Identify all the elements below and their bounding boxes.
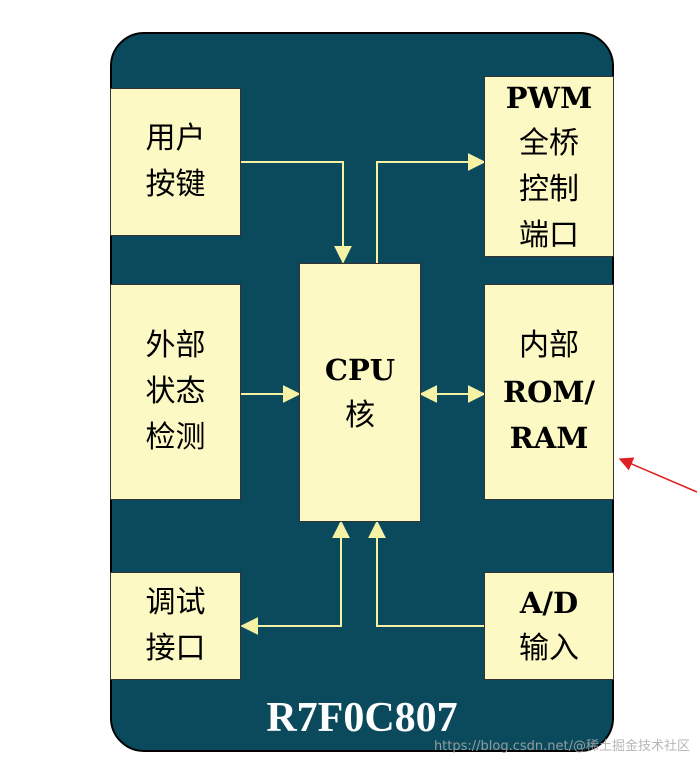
cpu-line-2: 核 — [345, 397, 375, 433]
wire-cpu-to-pwm — [376, 153, 486, 263]
block-cpu-core: CPU 核 — [299, 263, 421, 522]
pwm-line-1: PWM — [505, 80, 593, 115]
memory-line-2: ROM/ — [502, 375, 596, 409]
block-pwm-port: PWM 全桥 控制 端口 — [484, 76, 614, 257]
block-debug-interface: 调试 接口 — [110, 572, 241, 680]
memory-line-3: RAM — [509, 421, 589, 455]
detect-line-2: 状态 — [145, 374, 206, 409]
watermark-text: https://blog.csdn.net/@稀土掘金技术社区 — [433, 739, 690, 754]
pwm-line-4: 端口 — [519, 217, 579, 253]
debug-line-1: 调试 — [145, 585, 206, 620]
detect-line-3: 检测 — [145, 420, 206, 455]
block-external-detect: 外部 状态 检测 — [110, 284, 241, 500]
wire-user-keys-to-cpu — [241, 161, 352, 264]
cpu-line-1: CPU — [324, 352, 396, 387]
block-ad-input: A/D 输入 — [484, 572, 614, 680]
memory-line-1: 内部 — [519, 328, 579, 363]
debug-line-2: 接口 — [145, 631, 206, 666]
red-pointer-arrow — [618, 457, 697, 493]
ad-line-1: A/D — [519, 586, 579, 620]
pwm-line-2: 全桥 — [519, 125, 579, 161]
block-user-keys: 用户 按键 — [110, 88, 241, 236]
chip-model-label: R7F0C807 — [266, 695, 458, 741]
user-keys-line-2: 按键 — [145, 167, 206, 202]
pwm-line-3: 控制 — [519, 171, 579, 207]
block-internal-memory: 内部 ROM/ RAM — [484, 284, 614, 500]
wire-ad-to-cpu — [368, 520, 484, 627]
detect-line-1: 外部 — [145, 328, 206, 363]
user-keys-line-1: 用户 — [145, 121, 206, 156]
ad-line-2: 输入 — [519, 631, 579, 666]
